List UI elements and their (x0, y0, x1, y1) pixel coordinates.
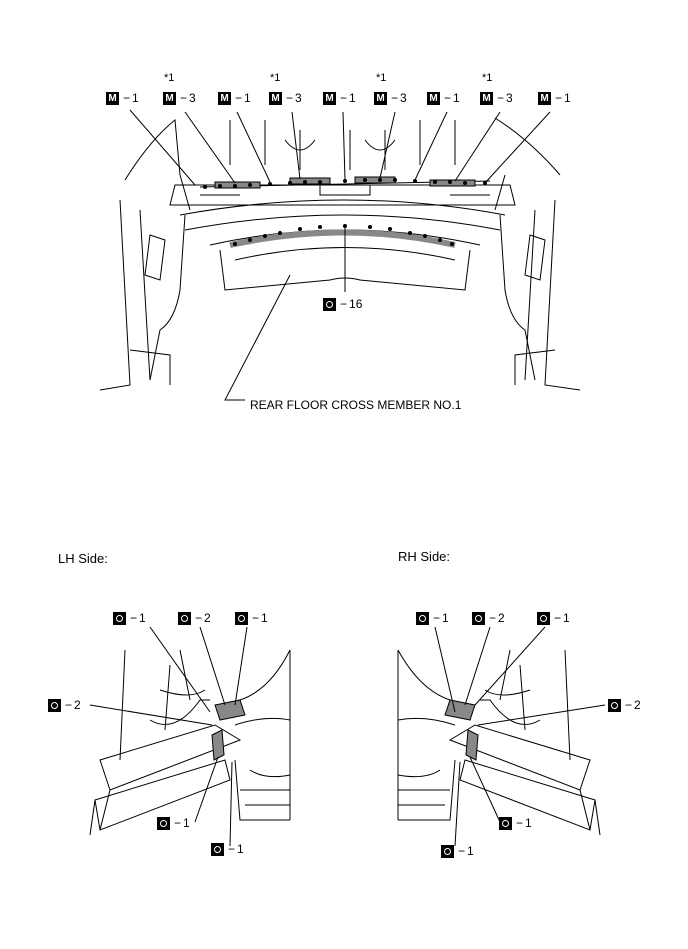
callout-value: 3 (400, 91, 407, 105)
o-badge (472, 611, 485, 625)
callout-value: 2 (498, 611, 505, 625)
callout-lh-6: − 1 (211, 842, 244, 856)
callout-top-1: M − 1 (106, 91, 139, 105)
callout-value: 1 (525, 816, 532, 830)
lh-side-title: LH Side: (58, 551, 108, 566)
callout-rh-6: − 1 (441, 844, 474, 858)
rh-side-title: RH Side: (398, 549, 451, 564)
callout-rh-1: − 1 (416, 611, 449, 625)
o-badge (157, 816, 170, 830)
callout-value: 1 (183, 816, 190, 830)
callout-value: 1 (132, 91, 139, 105)
m-badge: M (269, 91, 282, 105)
o-badge (499, 816, 512, 830)
leader-lines-top (129, 109, 551, 401)
callout-value: 1 (442, 611, 449, 625)
callout-top-6: M − 3 (374, 91, 407, 105)
callout-top-9: M − 1 (538, 91, 571, 105)
m-badge: M (323, 91, 336, 105)
callout-value: 1 (237, 842, 244, 856)
m-badge: M (163, 91, 176, 105)
o-badge (416, 611, 429, 625)
callout-value: 1 (349, 91, 356, 105)
callout-lh-2: − 2 (178, 611, 211, 625)
o-badge (211, 842, 224, 856)
m-badge: M (106, 91, 119, 105)
note-star-2: *1 (270, 72, 281, 84)
note-star-4: *1 (482, 72, 493, 84)
o-badge (537, 611, 550, 625)
leader-lines-rh (434, 626, 606, 847)
callout-lh-4: − 2 (48, 698, 81, 712)
callout-rh-4: − 2 (608, 698, 641, 712)
m-badge: M (218, 91, 231, 105)
o-badge (113, 611, 126, 625)
callout-top-4: M − 3 (269, 91, 302, 105)
callout-rh-2: − 2 (472, 611, 505, 625)
callout-value: 1 (563, 611, 570, 625)
callout-value: 1 (261, 611, 268, 625)
callout-value: 1 (139, 611, 146, 625)
callout-value: 2 (204, 611, 211, 625)
m-badge: M (427, 91, 440, 105)
leader-lines-lh (89, 626, 248, 847)
callout-value: 2 (74, 698, 81, 712)
o-badge (608, 698, 621, 712)
callout-value: 3 (295, 91, 302, 105)
callout-value: 3 (189, 91, 196, 105)
top-body-frame (99, 117, 581, 391)
rh-side-drawing (397, 649, 601, 836)
lh-side-drawing (89, 649, 291, 836)
callout-value: 2 (634, 698, 641, 712)
callout-lh-5: − 1 (157, 816, 190, 830)
callout-lh-1: − 1 (113, 611, 146, 625)
callout-rh-3: − 1 (537, 611, 570, 625)
callout-value: 3 (506, 91, 513, 105)
callout-top-8: M − 3 (480, 91, 513, 105)
note-star-1: *1 (164, 72, 175, 84)
o-badge (178, 611, 191, 625)
callout-value: 16 (349, 297, 363, 311)
m-badge: M (374, 91, 387, 105)
callout-top-3: M − 1 (218, 91, 251, 105)
callout-top-5: M − 1 (323, 91, 356, 105)
o-badge (323, 297, 336, 311)
m-badge: M (480, 91, 493, 105)
callout-value: 1 (564, 91, 571, 105)
o-badge (235, 611, 248, 625)
callout-top-7: M − 1 (427, 91, 460, 105)
callout-value: 1 (244, 91, 251, 105)
o-badge (48, 698, 61, 712)
callout-lh-3: − 1 (235, 611, 268, 625)
callout-value: 1 (467, 844, 474, 858)
callout-o-16: − 16 (323, 297, 362, 311)
callout-value: 1 (453, 91, 460, 105)
note-star-3: *1 (376, 72, 387, 84)
part-label: REAR FLOOR CROSS MEMBER NO.1 (250, 398, 462, 412)
callout-rh-5: − 1 (499, 816, 532, 830)
o-badge (441, 844, 454, 858)
callout-top-2: M − 3 (163, 91, 196, 105)
m-badge: M (538, 91, 551, 105)
